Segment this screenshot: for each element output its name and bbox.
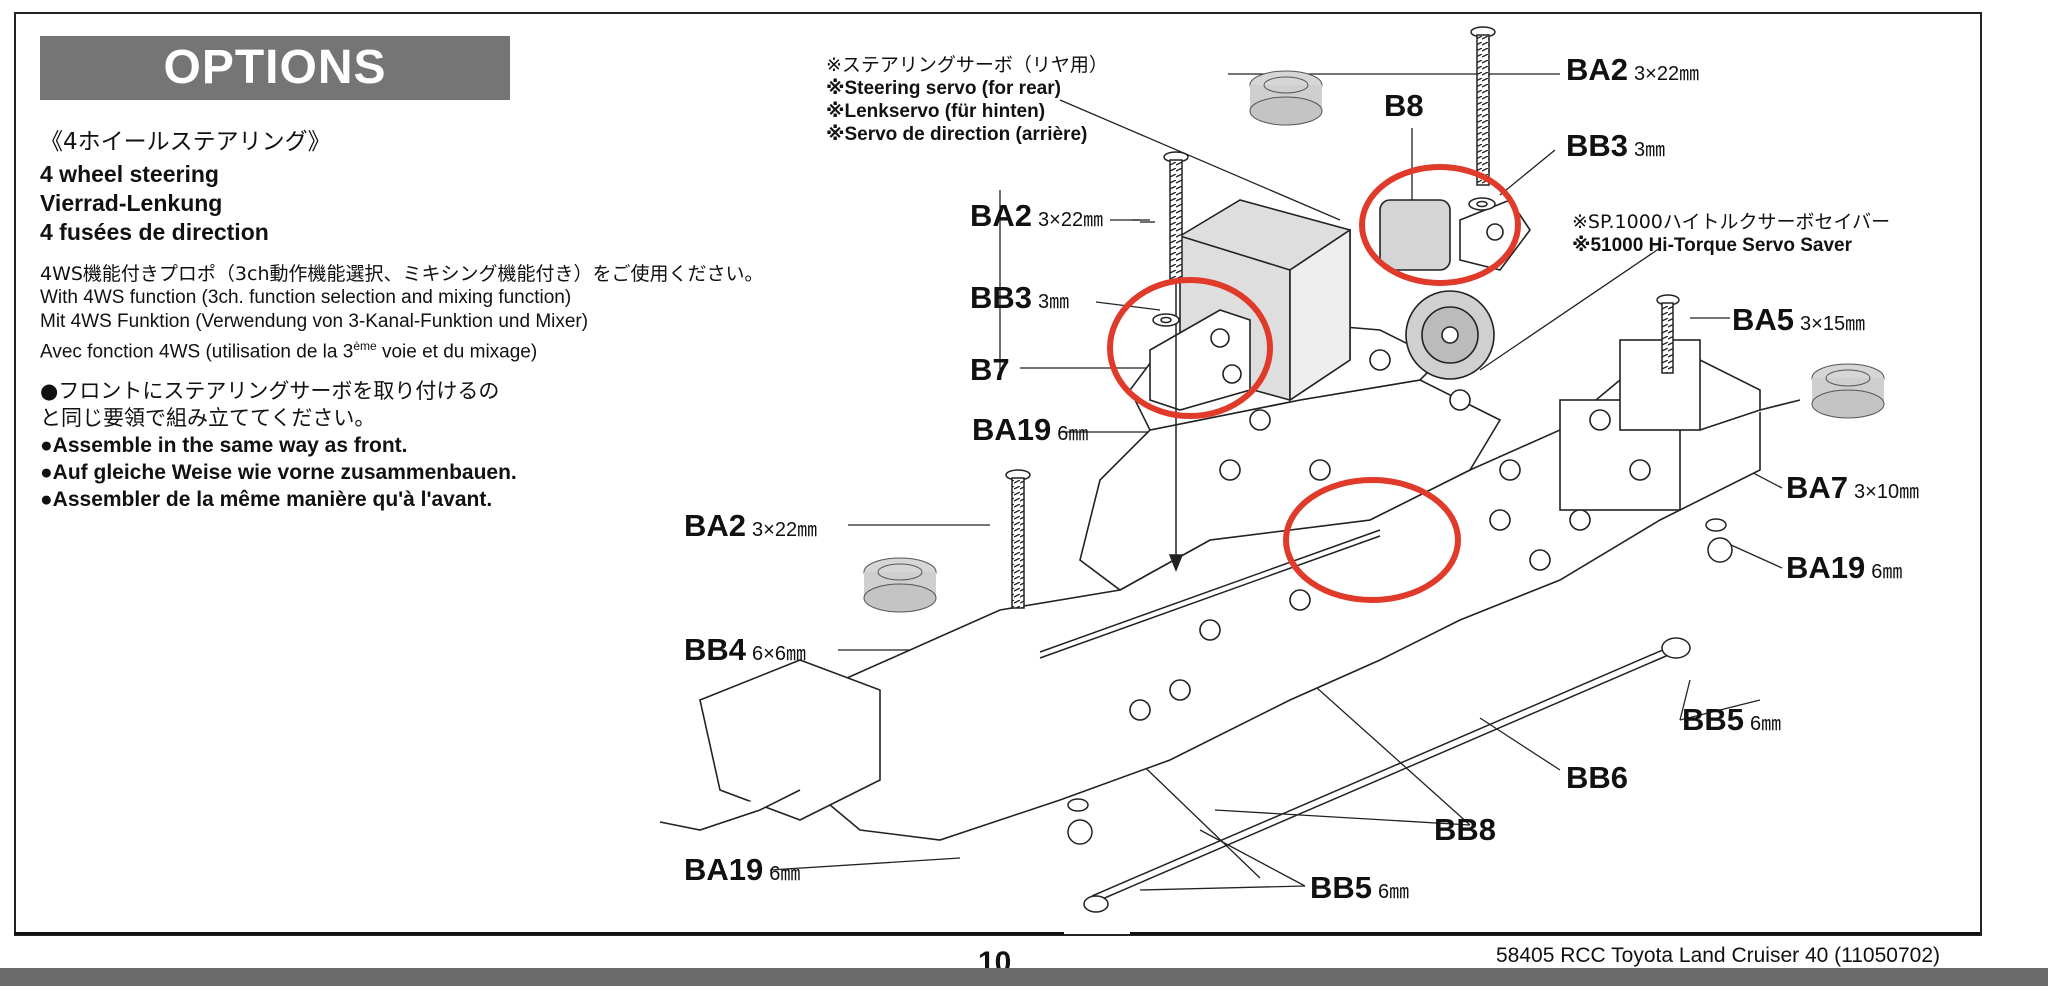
servo-icon — [1179, 199, 1495, 402]
part-size: 3㎜ — [1634, 139, 1666, 161]
part-code: BA5 — [1732, 302, 1795, 337]
screw-icon — [1470, 26, 1496, 186]
radio-note-fr-suffix: voie et du mixage) — [376, 341, 538, 363]
screw-icon — [1656, 294, 1680, 374]
section-title-de: Vierrad-Lenkung — [40, 190, 223, 216]
part-code: BB3 — [1566, 128, 1629, 163]
part-code: B8 — [1384, 88, 1424, 123]
part-code: BA19 — [1786, 550, 1866, 585]
part-size: 6㎜ — [1378, 881, 1410, 903]
part-code: BA2 — [970, 198, 1033, 233]
servo-saver-icon — [1811, 363, 1885, 419]
servo-note-fr: ※Servo de direction (arrière) — [826, 124, 1088, 145]
servo-note-en: ※Steering servo (for rear) — [826, 78, 1061, 99]
options-header: OPTIONS — [40, 36, 510, 100]
part-code: BB8 — [1434, 812, 1497, 847]
part-size: 3×15㎜ — [1800, 313, 1866, 335]
radio-note-jp: 4WS機能付きプロポ（3ch動作機能選択、ミキシング機能付き）をご使用ください。 — [40, 263, 764, 285]
radio-note-en: With 4WS function (3ch. function selecti… — [40, 287, 572, 308]
servo-saver-icon — [1249, 70, 1323, 126]
part-size: 3×10㎜ — [1854, 481, 1920, 503]
page-frame — [14, 12, 1982, 936]
part-label-b7: B7 — [970, 352, 1010, 388]
assembly-note-jp-2: と同じ要領で組み立ててください。 — [40, 406, 376, 430]
part-code: B7 — [970, 352, 1010, 387]
adjuster-icon — [1039, 529, 1691, 913]
part-label-b8: B8 — [1384, 88, 1424, 124]
part-code: BB3 — [970, 280, 1033, 315]
part-code: BA7 — [1786, 470, 1849, 505]
ball-connector-icon — [1067, 518, 1733, 845]
section-title-fr: 4 fusées de direction — [40, 219, 269, 245]
radio-note-fr-sup: ème — [353, 339, 377, 353]
radio-note-fr: Avec fonction 4WS (utilisation de la 3èm… — [40, 334, 764, 364]
assembly-note-fr: ●Assembler de la même manière qu'à l'ava… — [40, 488, 493, 511]
assembly-note: ●フロントにステアリングサーボを取り付けるの と同じ要領で組み立ててください。 … — [40, 378, 517, 513]
footer-rule-left — [14, 932, 1064, 935]
servo-note: ※ステアリングサーボ（リヤ用） ※Steering servo (for rea… — [826, 54, 1108, 146]
washer-icon — [1152, 197, 1496, 327]
part-size: 6㎜ — [1057, 423, 1089, 445]
product-code: 58405 RCC Toyota Land Cruiser 40 (110507… — [1496, 944, 1941, 967]
section-title-en: 4 wheel steering — [40, 161, 219, 187]
scan-edge — [0, 968, 2048, 986]
footer-rule-right — [1130, 932, 1980, 935]
saver-note-en: ※51000 Hi-Torque Servo Saver — [1572, 235, 1853, 256]
servo-note-jp: ※ステアリングサーボ（リヤ用） — [826, 54, 1108, 76]
part-code: BA2 — [1566, 52, 1629, 87]
part-code: BA19 — [684, 852, 764, 887]
screw-icon — [1163, 151, 1189, 573]
radio-requirement-note: 4WS機能付きプロポ（3ch動作機能選択、ミキシング機能付き）をご使用ください。… — [40, 262, 764, 364]
assembly-note-jp-1: ●フロントにステアリングサーボを取り付けるの — [40, 379, 500, 403]
part-code: BA2 — [684, 508, 747, 543]
bracket-icon — [1149, 199, 1531, 411]
radio-note-fr-prefix: Avec fonction 4WS (utilisation de la 3 — [40, 341, 354, 363]
servo-saver-note: ※SP.1000ハイトルクサーボセイバー ※51000 Hi-Torque Se… — [1572, 210, 1890, 258]
assembly-note-de: ●Auf gleiche Weise wie vorne zusammenbau… — [40, 461, 517, 484]
part-size: 3×22㎜ — [752, 519, 818, 541]
part-size: 3㎜ — [1038, 291, 1070, 313]
part-size: 6×6㎜ — [752, 643, 806, 665]
part-code: BB5 — [1682, 702, 1745, 737]
part-code: BB4 — [684, 632, 747, 667]
highlight-circle — [1107, 164, 1521, 603]
axle-assembly-icon — [659, 319, 1801, 841]
saver-note-jp: ※SP.1000ハイトルクサーボセイバー — [1572, 211, 1891, 233]
section-title-jp: 《4ホイールステアリング》 — [40, 129, 331, 155]
section-title: 《4ホイールステアリング》 4 wheel steering Vierrad-L… — [40, 122, 331, 247]
radio-note-de: Mit 4WS Funktion (Verwendung von 3-Kanal… — [40, 311, 589, 332]
part-size: 6㎜ — [1871, 561, 1903, 583]
part-code: BB5 — [1310, 870, 1373, 905]
part-size: 3×22㎜ — [1038, 209, 1104, 231]
part-size: 6㎜ — [1750, 713, 1782, 735]
servo-note-de: ※Lenkservo (für hinten) — [826, 101, 1046, 122]
screw-icon — [1005, 469, 1031, 609]
part-code: BA19 — [972, 412, 1052, 447]
part-label-bb6: BB6 — [1566, 760, 1628, 796]
assembly-note-en: ●Assemble in the same way as front. — [40, 434, 408, 457]
part-size: 3×22㎜ — [1634, 63, 1700, 85]
part-code: BB6 — [1566, 760, 1629, 795]
servo-saver-icon — [863, 557, 937, 613]
part-size: 6㎜ — [769, 863, 801, 885]
part-label-bb8: BB8 — [1434, 812, 1496, 848]
